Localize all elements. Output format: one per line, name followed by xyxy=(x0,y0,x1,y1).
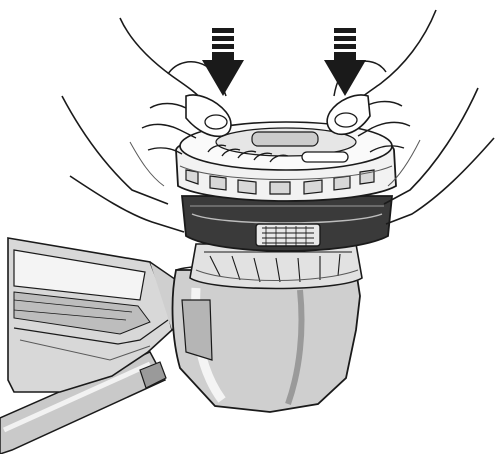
trimmer-guard xyxy=(7,237,183,393)
right-hand xyxy=(326,9,495,225)
press-arrow-left xyxy=(202,28,244,96)
left-hand xyxy=(61,17,232,233)
spool-cap xyxy=(175,121,397,202)
press-arrow-right xyxy=(324,28,366,96)
spool-grip-panel xyxy=(255,223,321,247)
right-thumbnail xyxy=(334,112,358,128)
left-thumbnail xyxy=(204,114,228,130)
spool-hub xyxy=(189,243,363,290)
motor-housing xyxy=(171,263,361,413)
trimmer-shaft xyxy=(0,351,167,454)
spool-body xyxy=(181,195,393,252)
